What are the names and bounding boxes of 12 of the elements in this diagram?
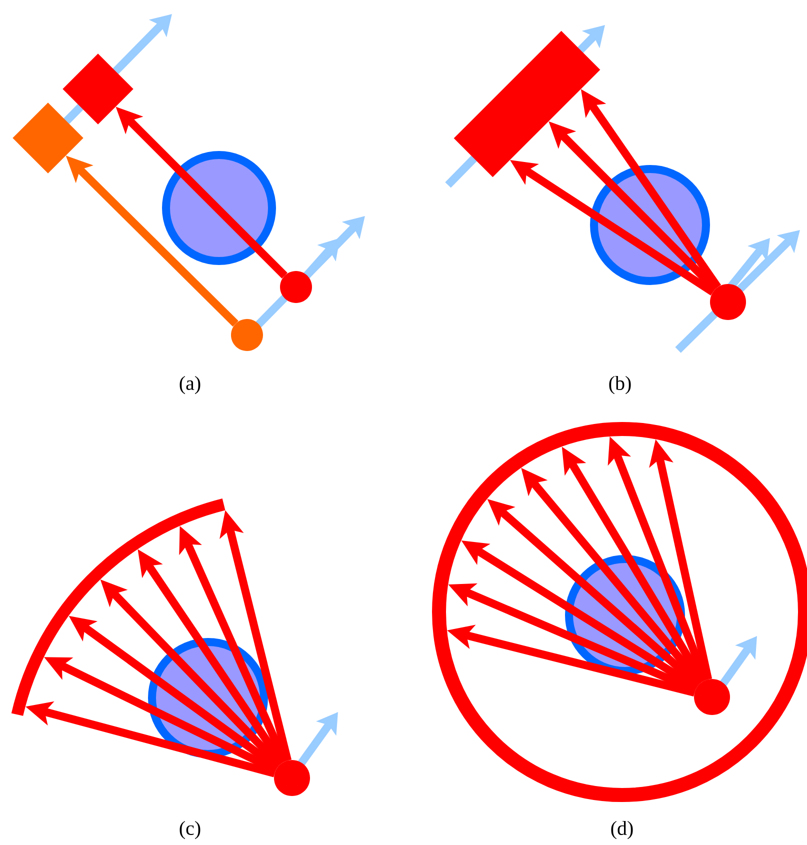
dot-marker <box>710 284 746 320</box>
dot-marker <box>231 319 263 351</box>
panel-label: (b) <box>609 376 631 394</box>
bar-marker <box>454 30 600 178</box>
ring-marker <box>432 422 807 802</box>
dot-marker <box>274 760 310 796</box>
arc-marker <box>11 498 226 716</box>
panel-label: (a) <box>180 376 200 394</box>
dot-marker <box>694 679 730 715</box>
dot-marker <box>280 271 312 303</box>
panel-label: (c) <box>180 820 200 840</box>
panel-label: (d) <box>611 820 633 840</box>
